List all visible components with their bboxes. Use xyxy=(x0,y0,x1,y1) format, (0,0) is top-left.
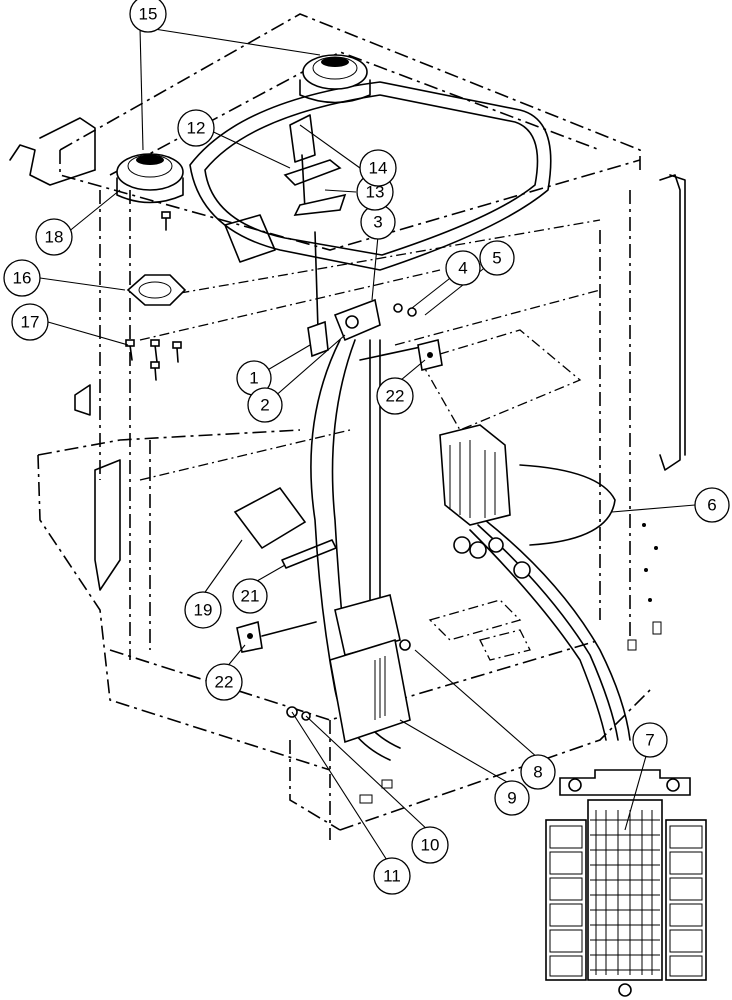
mounting-screws xyxy=(125,211,182,381)
callout-1: 1 xyxy=(236,360,272,396)
speaker-housing xyxy=(126,274,187,306)
wiring-harness xyxy=(310,339,631,761)
callout-22-upper: 22 xyxy=(376,377,414,415)
callout-7: 7 xyxy=(632,722,668,758)
callout-15: 15 xyxy=(129,0,167,33)
cab-frame-outline xyxy=(9,13,686,840)
fuse-relay-panel xyxy=(439,424,616,579)
callout-5-label: 5 xyxy=(492,249,501,268)
roof-hatch xyxy=(189,81,552,271)
callout-16-label: 16 xyxy=(13,269,32,288)
callout-9: 9 xyxy=(494,780,530,816)
callout-22-lower: 22 xyxy=(205,663,243,701)
callout-18-label: 18 xyxy=(45,228,64,247)
callout-10-label: 10 xyxy=(421,836,440,855)
callout-3-label: 3 xyxy=(373,213,382,232)
roof-fan-assembly-left xyxy=(116,153,184,204)
callout-3: 3 xyxy=(360,204,396,240)
callout-16: 16 xyxy=(3,259,41,297)
callout-21: 21 xyxy=(232,578,268,614)
callout-12: 12 xyxy=(177,109,215,147)
antenna-and-bracket xyxy=(307,231,417,358)
callout-4-label: 4 xyxy=(458,259,467,278)
callout-11-label: 11 xyxy=(383,867,401,886)
callout-14: 14 xyxy=(359,149,397,187)
callout-19: 19 xyxy=(184,591,222,629)
callout-12-label: 12 xyxy=(187,119,206,138)
rocker-switch-lower xyxy=(236,620,317,653)
callout-17: 17 xyxy=(11,303,49,341)
callout-2: 2 xyxy=(247,387,283,423)
callout-6: 6 xyxy=(694,487,730,523)
fuse-block-detail xyxy=(545,769,707,997)
callout-15-label: 15 xyxy=(139,5,158,24)
control-box xyxy=(286,594,411,744)
roof-fan-assembly-right xyxy=(299,54,371,104)
cover-plate xyxy=(233,486,337,569)
callout-10: 10 xyxy=(411,826,449,864)
callout-4: 4 xyxy=(445,250,481,286)
callout-18: 18 xyxy=(35,218,73,256)
callout-22-lower-label: 22 xyxy=(215,673,234,692)
callout-19-label: 19 xyxy=(194,601,213,620)
rocker-switch-upper xyxy=(417,339,443,371)
dome-light-assembly xyxy=(283,114,347,216)
callout-17-label: 17 xyxy=(21,313,40,332)
callout-21-label: 21 xyxy=(241,587,260,606)
callout-8: 8 xyxy=(520,754,556,790)
callout-9-label: 9 xyxy=(507,789,516,808)
callout-8-label: 8 xyxy=(533,763,542,782)
callout-7-label: 7 xyxy=(645,731,654,750)
callout-6-label: 6 xyxy=(707,496,716,515)
callout-2-label: 2 xyxy=(260,396,269,415)
callout-11: 11 xyxy=(373,857,411,895)
callout-1-label: 1 xyxy=(249,369,258,388)
callout-5: 5 xyxy=(479,240,515,276)
callout-14-label: 14 xyxy=(369,159,388,178)
callout-22-upper-label: 22 xyxy=(386,387,405,406)
callout-13-label: 13 xyxy=(366,183,385,202)
